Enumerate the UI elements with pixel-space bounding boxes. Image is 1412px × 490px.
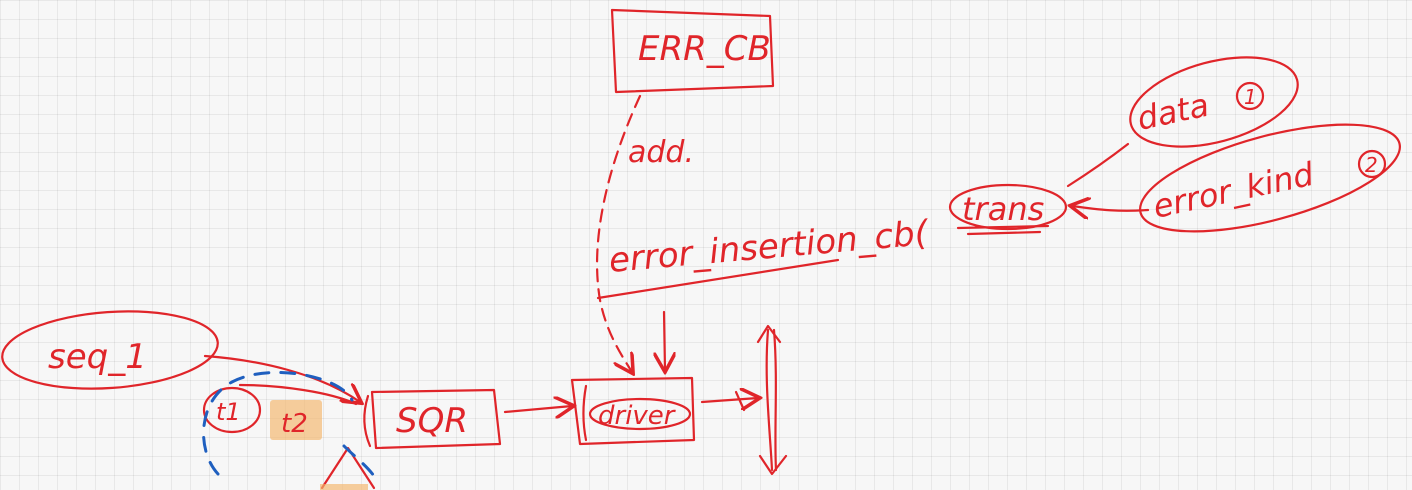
arrow-sqr-driver [503, 406, 572, 412]
driver-label: driver [598, 401, 677, 431]
error-kind-circle [1139, 123, 1401, 233]
bus-arrow-bottom [758, 454, 788, 476]
driver-box-inner-edge [582, 384, 588, 442]
line-trans-data [1066, 142, 1130, 188]
t1-circle [202, 386, 262, 434]
t2-highlight [270, 400, 322, 440]
seq-1-circle [1, 310, 219, 390]
trans-label: trans [962, 190, 1044, 228]
dashed-arrow-errcb-driver [596, 94, 642, 372]
err-cb-box [610, 8, 775, 94]
data-circle [1129, 56, 1299, 148]
bus-line [765, 328, 774, 472]
bus-line-2 [772, 328, 778, 472]
arrow-seq-sqr [203, 354, 360, 402]
error-kind-num-circle [1357, 149, 1387, 179]
bus-arrow-top [756, 324, 782, 344]
trans-circle [948, 183, 1068, 231]
insertion-underline [596, 258, 840, 300]
data-num-label: 1 [1244, 85, 1257, 109]
arrow-insertion-driver [664, 310, 665, 370]
trans-double-underline [956, 224, 1050, 236]
sqr-label: SQR [396, 401, 468, 441]
seq-1-label: seq_1 [48, 337, 147, 377]
sqr-box-inner-edge [363, 394, 372, 448]
t1-label: t1 [216, 398, 241, 426]
driver-box [570, 376, 696, 446]
data-num-circle [1235, 81, 1265, 111]
arrow-error-kind-trans [1072, 206, 1150, 211]
bottom-highlight [320, 484, 368, 490]
sqr-box [370, 388, 502, 450]
t2-label: t2 [281, 409, 308, 439]
arrow-t-sqr [238, 383, 358, 406]
arrow-driver-bus [700, 398, 758, 402]
bus-cross-mark [734, 390, 746, 412]
driver-circle [588, 397, 692, 431]
err-cb-label: ERR_CB [638, 29, 771, 69]
blue-dashed-arc [202, 370, 380, 484]
error-kind-num-label: 2 [1365, 153, 1378, 177]
add-label: add. [628, 135, 694, 170]
